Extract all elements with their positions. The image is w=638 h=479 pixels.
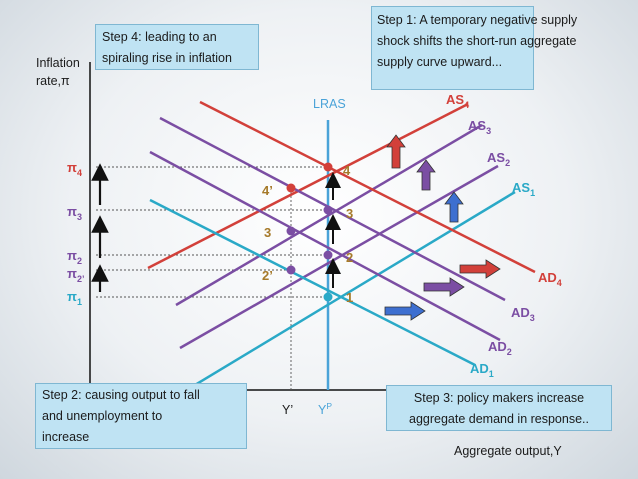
point-3-prime [286,226,296,236]
as2-curve [179,164,499,350]
point-4-label: 4 [343,163,351,178]
demand-shift-arrow-purple [423,277,465,297]
ad3-label: AD3 [511,305,535,323]
ad4-label: AD4 [538,270,562,288]
ad1-curve [149,198,476,367]
point-4-prime-label: 4’ [262,183,273,198]
y-prime-label: Y’ [282,403,293,417]
ad2-curve [149,150,501,342]
supply-shift-arrows [386,134,464,223]
ad2-label: AD2 [488,339,512,357]
demand-shift-arrow-blue [384,301,426,321]
as1-curve [189,190,516,390]
point-1 [323,292,333,302]
point-3 [323,205,333,215]
point-4-prime [286,183,296,193]
pi1-label: π1 [67,289,82,307]
lras-label: LRAS [313,97,346,111]
demand-shift-arrow-red [459,259,501,279]
step2-callout: Step 2: causing output to fall and unemp… [35,383,247,449]
pi4-label: π4 [67,160,82,178]
point-2 [323,250,333,260]
as1-label: AS1 [512,180,535,198]
point-2-prime-label: 2’ [262,268,273,283]
pi2-prime-label: π2’ [67,266,84,284]
pi2-label: π2 [67,248,82,266]
point-4 [323,162,333,172]
ad4-curve [199,100,536,274]
yp-label: YP [318,401,332,417]
as2-label: AS2 [487,150,510,168]
step4-callout: Step 4: leading to an spiraling rise in … [95,24,259,70]
step3-callout: Step 3: policy makers increase aggregate… [386,385,612,431]
pi3-label: π3 [67,204,82,222]
y-axis-label: Inflation rate,π [36,56,83,88]
point-2-prime [286,265,296,275]
supply-shift-arrow-blue [444,191,464,223]
step1-callout: Step 1: A temporary negative supply shoc… [371,6,577,90]
guide-lines [96,166,328,390]
as4-curve [147,102,469,270]
point-3-label: 3 [346,206,353,221]
ad1-label: AD1 [470,361,494,379]
ad3-curve [159,116,506,302]
supply-shift-arrow-red [386,134,406,169]
point-1-label: 1 [346,290,353,305]
as4-label: AS4 [446,92,469,110]
x-axis-label: Aggregate output,Y [454,444,562,458]
point-3-prime-label: 3 [264,225,271,240]
point-2-label: 2 [346,250,353,265]
demand-shift-arrows [384,259,501,321]
as3-label: AS3 [468,118,491,136]
supply-shift-arrow-purple [416,159,436,191]
